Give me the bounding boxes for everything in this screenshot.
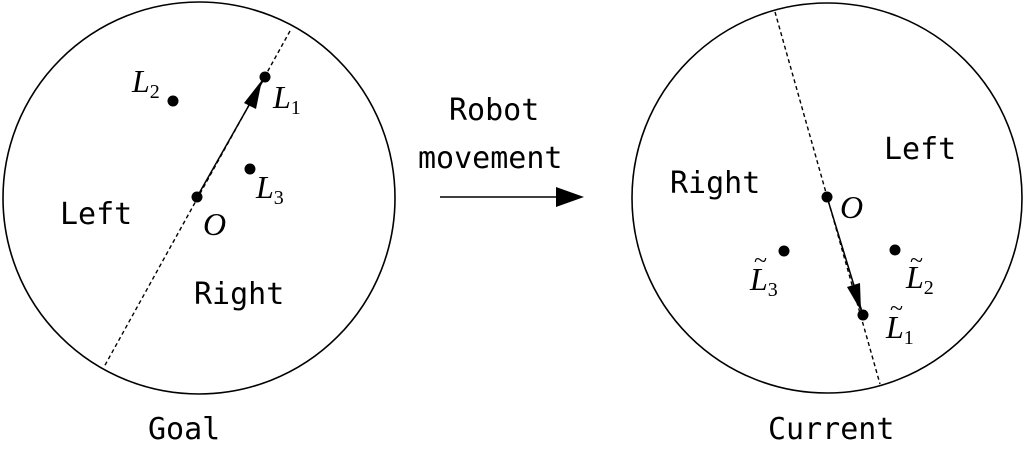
goal-direction-arrowhead — [244, 80, 262, 109]
goal-origin-dot — [191, 191, 203, 203]
goal-caption: Goal — [148, 412, 220, 447]
goal-circle — [2, 1, 396, 395]
current-dividing-line — [774, 11, 881, 385]
goal-label-origin: O — [203, 206, 226, 242]
current-label-l2-tilde: ~ — [910, 248, 923, 274]
robot-movement-label-line1: Robot — [449, 93, 539, 128]
robot-movement: Robot movement — [418, 93, 584, 207]
current-label-l3: L3 — [749, 261, 778, 301]
goal-left-label: Left — [60, 197, 132, 232]
goal-landmark-dot-l3 — [244, 163, 256, 175]
goal-landmark-dot-l1 — [259, 71, 271, 83]
goal-label-l1: L1 — [272, 79, 301, 119]
current-label-l3-tilde: ~ — [754, 248, 767, 274]
current-label-l2: L2 — [905, 259, 934, 299]
current-landmark-dot-l3 — [778, 245, 790, 257]
robot-movement-arrowhead — [556, 187, 584, 207]
goal-landmark-dot-l2 — [167, 95, 179, 107]
goal-label-l3: L3 — [255, 169, 284, 209]
goal-view: L2 L1 L3 O Left Right Goal — [2, 1, 396, 447]
current-left-label: Left — [884, 132, 956, 167]
current-direction-arrowhead — [847, 283, 861, 311]
current-label-l1-tilde: ~ — [890, 296, 903, 322]
current-caption: Current — [768, 412, 894, 447]
goal-right-label: Right — [194, 277, 284, 312]
current-label-l1: L1 — [885, 309, 914, 349]
current-origin-dot — [821, 191, 833, 203]
goal-label-l2: L2 — [131, 63, 160, 103]
current-landmark-dot-l2 — [889, 244, 901, 256]
current-right-label: Right — [670, 166, 760, 201]
current-view: ~ L3 ~ L2 ~ L1 O Left Right Current — [631, 2, 1023, 447]
current-label-origin: O — [840, 189, 863, 225]
current-circle — [631, 2, 1023, 394]
robot-movement-label-line2: movement — [418, 141, 563, 176]
current-landmark-dot-l1 — [857, 309, 869, 321]
